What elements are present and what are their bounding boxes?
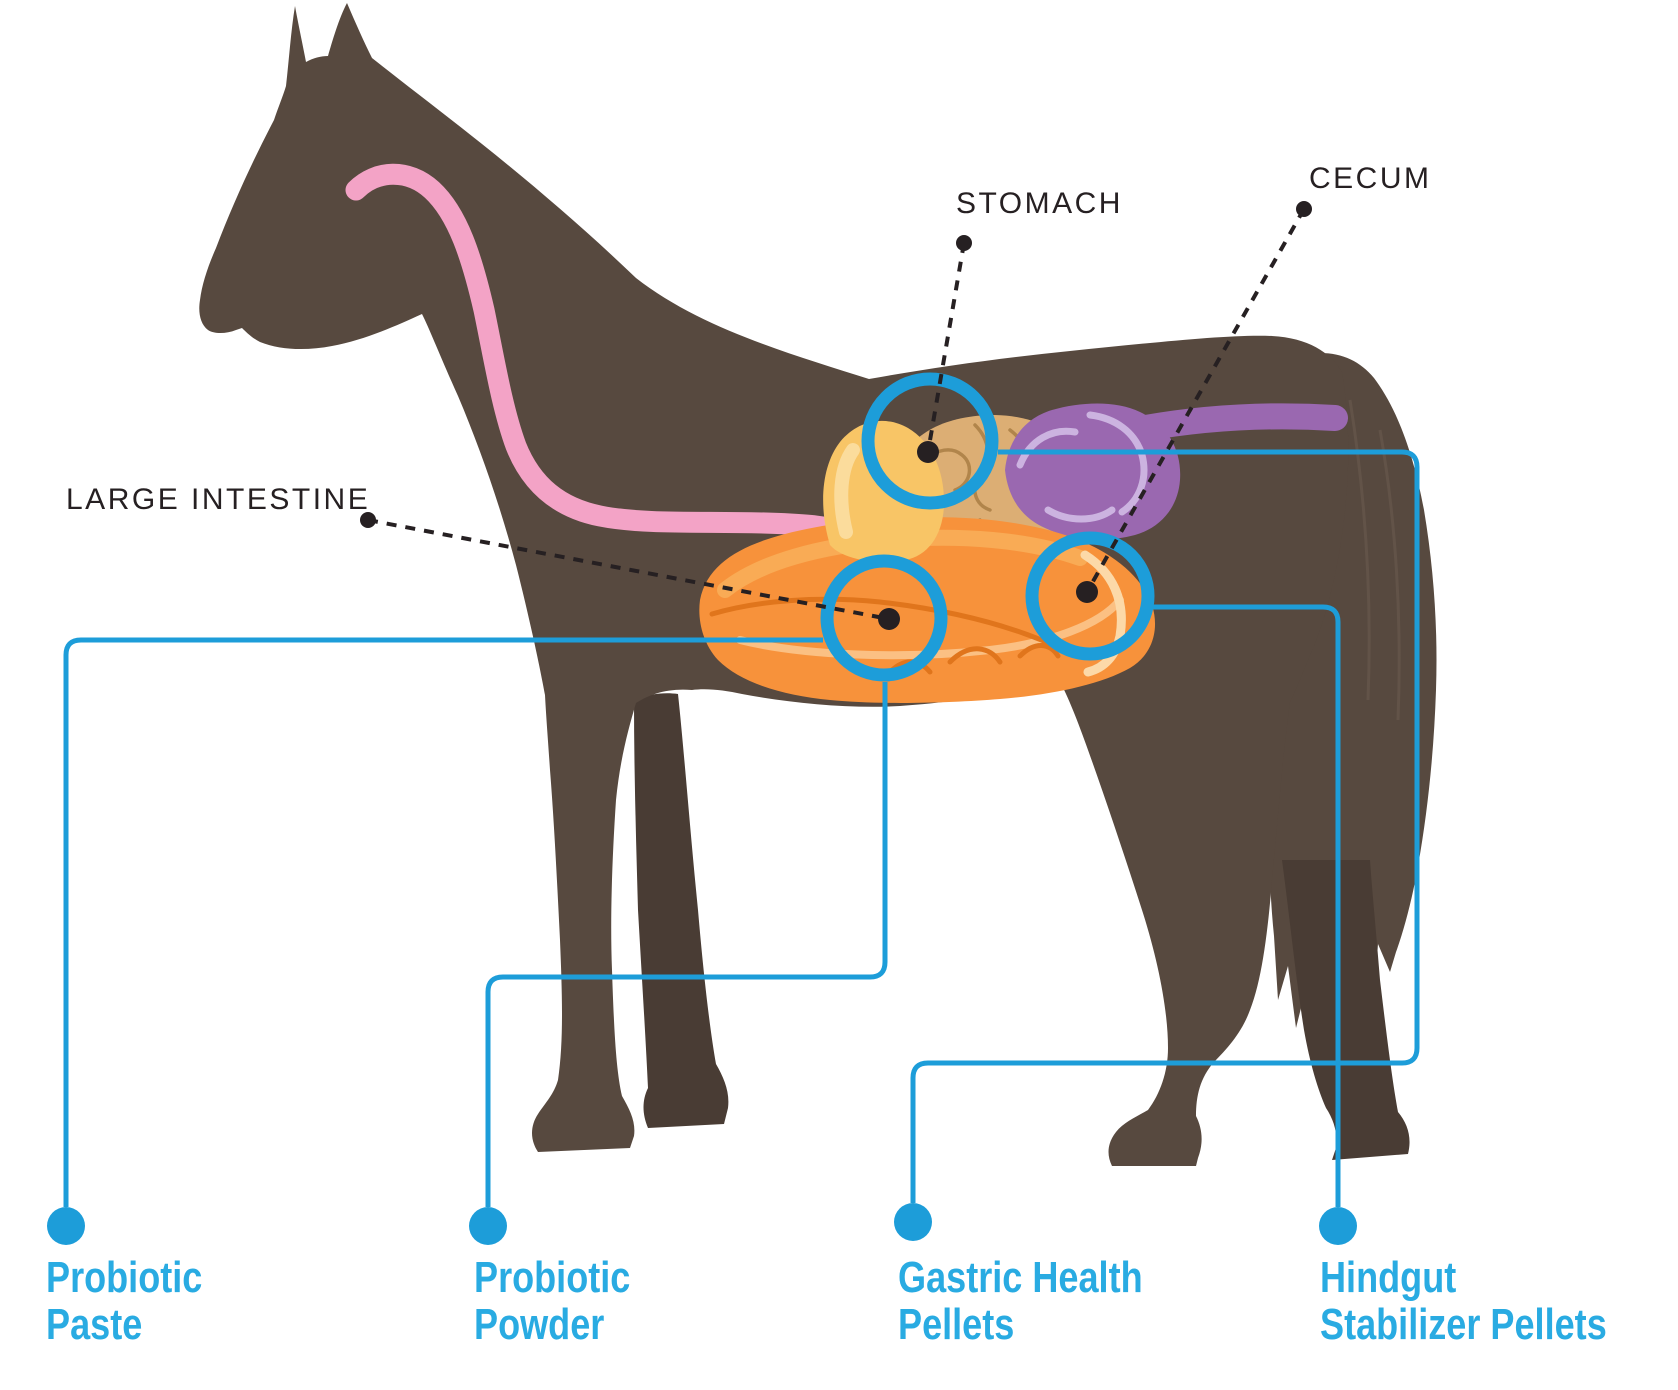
circle-stomach: [861, 372, 999, 510]
product-probiotic-powder: Probiotic Powder: [474, 1254, 630, 1348]
product-line: Powder: [474, 1300, 605, 1349]
connector-dots: [47, 1203, 1357, 1245]
leader-dot-cecum-label: [1296, 201, 1312, 217]
connector-probiotic-paste: [63, 637, 823, 1207]
esophagus: [345, 163, 853, 542]
rectum: [1102, 403, 1348, 447]
product-hindgut-stabilizer-pellets: Hindgut Stabilizer Pellets: [1320, 1254, 1607, 1348]
product-line: Pellets: [898, 1300, 1015, 1349]
dot-probiotic-powder: [469, 1207, 507, 1245]
label-large-intestine: LARGE INTESTINE: [66, 483, 371, 516]
leader-large-intestine: [367, 518, 890, 621]
highlight-circles: [820, 372, 1155, 682]
stomach-highlight: [834, 443, 860, 539]
far-rear-leg: [1282, 860, 1410, 1160]
dot-hindgut: [1319, 1207, 1357, 1245]
leader-stomach: [926, 242, 966, 453]
leader-cecum: [1085, 208, 1306, 593]
label-stomach: STOMACH: [956, 187, 1123, 220]
leader-dot-large-intestine-label: [360, 512, 376, 528]
large-intestine-crease: [709, 596, 1063, 675]
circle-large-intestine: [820, 554, 948, 682]
cecum-highlight: [1080, 550, 1126, 677]
circle-cecum: [1025, 531, 1155, 661]
product-gastric-health-pellets: Gastric Health Pellets: [898, 1254, 1143, 1348]
product-probiotic-paste: Probiotic Paste: [46, 1254, 202, 1348]
dot-gastric-health: [894, 1203, 932, 1241]
connector-hindgut: [1153, 604, 1341, 1207]
product-line: Gastric Health: [898, 1253, 1143, 1302]
leader-dot-cecum-organ: [1076, 581, 1098, 603]
leader-dot-large-intestine-organ: [878, 608, 900, 630]
product-line: Stabilizer Pellets: [1320, 1300, 1607, 1349]
dot-probiotic-paste: [47, 1207, 85, 1245]
connector-gastric-health: [910, 449, 1420, 1203]
leader-lines: [367, 208, 1306, 621]
connector-probiotic-powder: [485, 682, 888, 1207]
connector-lines: [63, 449, 1420, 1207]
product-line: Hindgut: [1320, 1253, 1457, 1302]
label-cecum: CECUM: [1309, 162, 1432, 195]
product-line: Paste: [46, 1300, 143, 1349]
far-front-leg: [634, 693, 729, 1128]
leader-dots: [360, 201, 1312, 630]
product-line: Probiotic: [474, 1253, 631, 1302]
small-colon-highlights: [1016, 411, 1148, 523]
tail-streak: [1348, 399, 1401, 721]
leader-dot-stomach-label: [956, 235, 972, 251]
leader-dot-stomach-organ: [917, 441, 939, 463]
product-line: Probiotic: [46, 1253, 203, 1302]
